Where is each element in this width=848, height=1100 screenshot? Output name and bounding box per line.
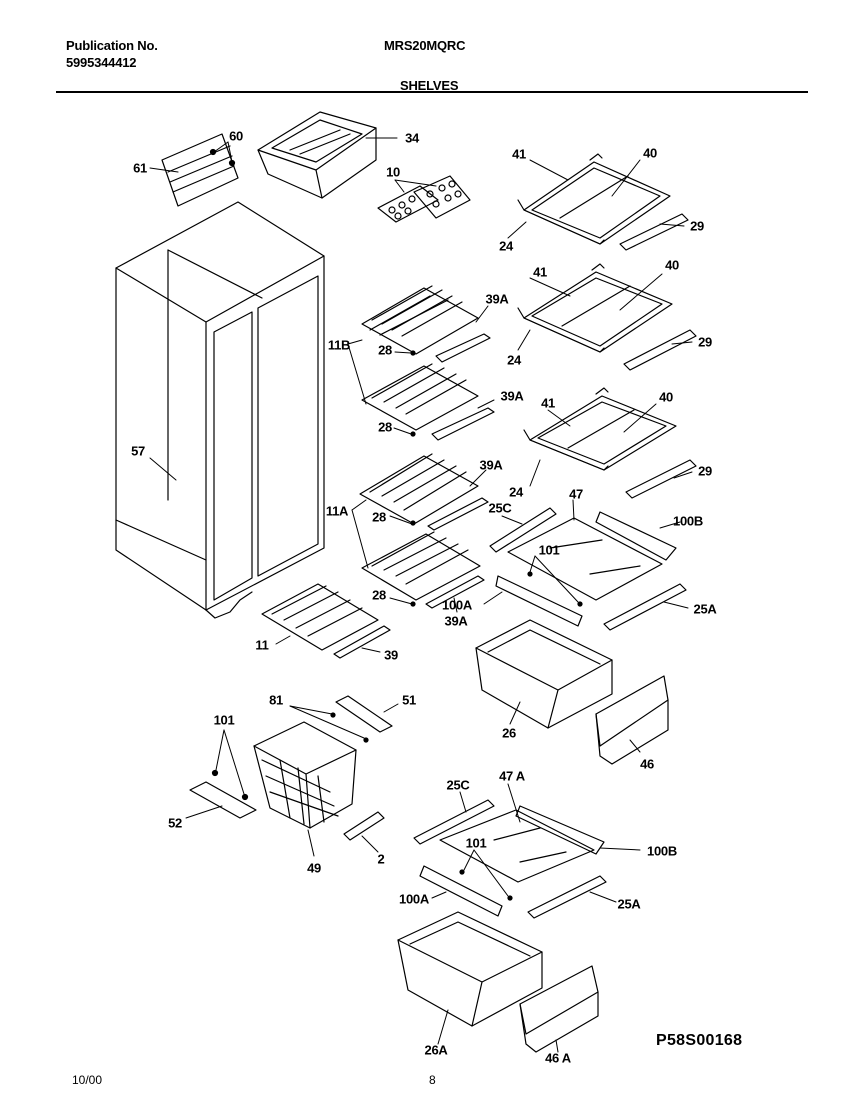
part-10-egg-trays: [377, 175, 471, 223]
cabinet-illustration: [115, 201, 325, 619]
callout-11b: 11B: [327, 337, 351, 353]
callout-100a-lower: 100A: [399, 891, 429, 907]
callout-29-top: 29: [690, 218, 704, 234]
callout-2: 2: [377, 851, 385, 867]
callout-28-3: 28: [372, 509, 386, 525]
wire-shelf-11a-upper: [359, 453, 489, 531]
crisper-cover-47: [489, 507, 687, 631]
callout-24-top: 24: [499, 238, 513, 254]
callout-61: 61: [133, 160, 147, 176]
diagram-code: P58S00168: [656, 1032, 743, 1049]
callout-39: 39: [384, 647, 398, 663]
glass-shelf-top: [517, 153, 689, 251]
callout-25a-lower: 25A: [617, 896, 641, 912]
callout-57: 57: [131, 443, 145, 459]
callout-81: 81: [269, 692, 283, 708]
callout-24-lower: 24: [509, 484, 523, 500]
callout-101-upper: 101: [538, 542, 560, 558]
part-61-bin: [161, 133, 239, 207]
callout-100b: 100B: [673, 513, 703, 529]
crisper-cover-47a: [413, 799, 607, 919]
callout-28-4: 28: [372, 587, 386, 603]
wire-shelf-11: [261, 583, 391, 659]
callout-29-middle: 29: [698, 334, 712, 350]
part-51-rail: [330, 695, 393, 743]
callout-101-basket: 101: [213, 712, 235, 728]
callout-51: 51: [402, 692, 416, 708]
callout-39a-3: 39A: [479, 457, 503, 473]
part-2-rail: [343, 811, 385, 841]
callout-40-lower: 40: [659, 389, 673, 405]
wire-basket-49: [253, 721, 357, 829]
wire-shelf-11a-lower: [361, 531, 485, 609]
callout-25a: 25A: [693, 601, 717, 617]
callout-47a: 47 A: [499, 768, 525, 784]
callout-24-middle: 24: [507, 352, 521, 368]
callout-25c: 25C: [488, 500, 512, 516]
callout-40-top: 40: [643, 145, 657, 161]
callout-26a: 26A: [424, 1042, 448, 1058]
callout-28-1: 28: [378, 342, 392, 358]
callout-39a-2: 39A: [500, 388, 524, 404]
callout-60: 60: [229, 128, 243, 144]
crisper-drawer-26: [475, 619, 613, 729]
callout-41-middle: 41: [533, 264, 547, 280]
callout-46a: 46 A: [545, 1050, 571, 1066]
crisper-drawer-26a: [397, 911, 543, 1027]
callout-40-middle: 40: [665, 257, 679, 273]
callout-29-lower: 29: [698, 463, 712, 479]
wire-shelf-11b-lower: [361, 363, 495, 441]
callout-46: 46: [640, 756, 654, 772]
header-rule: [56, 91, 808, 93]
part-34-basket: [257, 111, 377, 199]
callout-100a: 100A: [442, 597, 472, 613]
crisper-front-46a: [519, 965, 599, 1053]
callout-49: 49: [307, 860, 321, 876]
callout-28-2: 28: [378, 419, 392, 435]
glass-shelf-middle: [517, 263, 697, 371]
section-title: SHELVES: [400, 78, 459, 93]
publication-number: 5995344412: [66, 55, 137, 70]
callout-100b-lower: 100B: [647, 843, 677, 859]
wire-shelf-11b-upper: [361, 285, 491, 363]
part-52-bracket: [189, 769, 257, 819]
callout-52: 52: [168, 815, 182, 831]
callout-39a-1: 39A: [485, 291, 509, 307]
model-number: MRS20MQRC: [384, 38, 466, 53]
glass-shelf-lower: [523, 387, 697, 499]
callout-101-lower: 101: [465, 835, 487, 851]
callout-11a: 11A: [325, 503, 349, 519]
callout-39a-4: 39A: [444, 613, 468, 629]
callout-11: 11: [255, 637, 269, 653]
publication-label: Publication No.: [66, 38, 158, 53]
callout-41-lower: 41: [541, 395, 555, 411]
callout-41-top: 41: [512, 146, 526, 162]
crisper-front-46: [595, 675, 669, 765]
callout-25c-lower: 25C: [446, 777, 470, 793]
callout-34: 34: [405, 130, 419, 146]
callout-leaders: [149, 137, 693, 1053]
callout-10: 10: [386, 164, 400, 180]
page-number: 8: [429, 1073, 436, 1087]
callout-47: 47: [569, 486, 583, 502]
callout-26: 26: [502, 725, 516, 741]
footer-date: 10/00: [72, 1073, 103, 1087]
